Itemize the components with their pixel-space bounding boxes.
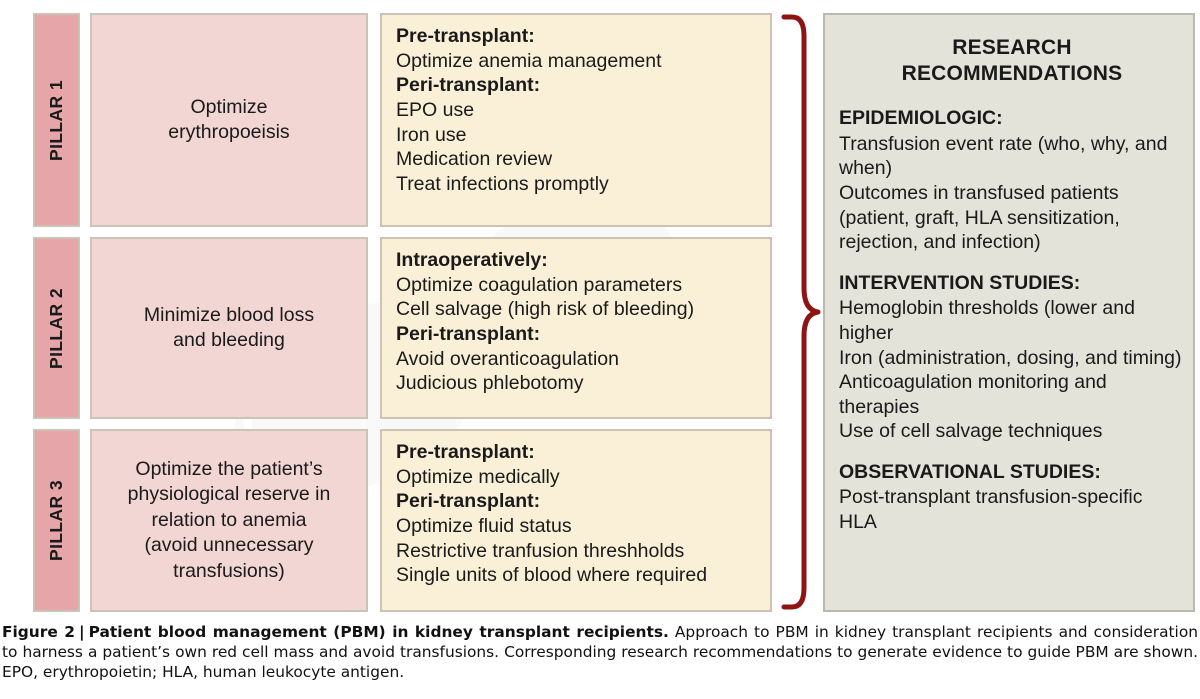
research-section-item: Post-transplant transfusion-specific HLA [839, 486, 1143, 534]
action-item: Cell salvage (high risk of bleeding) [396, 298, 695, 321]
action-item: Iron use [396, 123, 467, 146]
action-item: Avoid overanticoagulation [396, 347, 619, 370]
caption-body: Approach to PBM in kidney transplant rec… [2, 623, 1198, 682]
action-item: Single units of blood where required [396, 564, 708, 587]
pillar-label-3: PILLAR 3 [33, 429, 80, 612]
curly-brace-connector [778, 12, 826, 612]
action-box-2: Intraoperatively:Optimize coagulation pa… [380, 237, 772, 419]
caption-figure-number: Figure 2 [2, 623, 76, 641]
action-box-1: Pre-transplant:Optimize anemia managemen… [380, 13, 772, 227]
action-group-heading: Peri-transplant: [396, 490, 541, 513]
action-group-heading: Intraoperatively: [396, 249, 548, 271]
action-item: Judicious phlebotomy [396, 372, 584, 395]
action-item: Optimize anemia management [396, 49, 662, 72]
research-sections-container: EPIDEMIOLOGIC:Transfusion event rate (wh… [839, 106, 1185, 535]
action-group-heading: Peri-transplant: [396, 74, 541, 97]
action-group-heading: Pre-transplant: [396, 441, 535, 463]
action-item: Optimize fluid status [396, 514, 572, 537]
research-section-item: Iron (administration, dosing, and timing… [839, 346, 1182, 369]
action-group-heading: Pre-transplant: [396, 25, 535, 47]
pillar-label-2-text: PILLAR 2 [46, 287, 67, 369]
research-section-item: Anticoagulation monitoring and therapies [839, 371, 1107, 418]
research-section-heading: INTERVENTION STUDIES: [839, 271, 1081, 294]
pillar-label-2: PILLAR 2 [33, 237, 80, 419]
research-section-heading: OBSERVATIONAL STUDIES: [839, 461, 1101, 484]
figure-caption: Figure 2|Patient blood management (PBM) … [0, 622, 1200, 682]
research-section-item: Outcomes in transfused patients (patient… [839, 181, 1120, 254]
section-spacer [839, 444, 1185, 460]
research-section-item: Hemoglobin thresholds (lower and higher [839, 297, 1135, 344]
research-section-heading: EPIDEMIOLOGIC: [839, 107, 1003, 130]
action-item: Restrictive tranfusion threshholds [396, 539, 685, 562]
action-group-heading: Peri-transplant: [396, 322, 541, 345]
action-item: Optimize coagulation parameters [396, 273, 683, 296]
action-item: Treat infections promptly [396, 172, 609, 195]
pillar-label-1-text: PILLAR 1 [46, 79, 67, 161]
action-item: Medication review [396, 148, 553, 171]
research-section-item: Use of cell salvage techniques [839, 420, 1103, 443]
pillar-label-3-text: PILLAR 3 [46, 480, 67, 561]
action-item: EPO use [396, 98, 475, 121]
research-section-item: Transfusion event rate (who, why, and wh… [839, 132, 1168, 180]
action-item: Optimize medically [396, 465, 560, 488]
section-spacer [839, 255, 1185, 271]
caption-separator: | [79, 623, 85, 641]
pillar-label-1: PILLAR 1 [33, 13, 80, 227]
caption-bold-title: Patient blood management (PBM) in kidney… [88, 623, 669, 641]
